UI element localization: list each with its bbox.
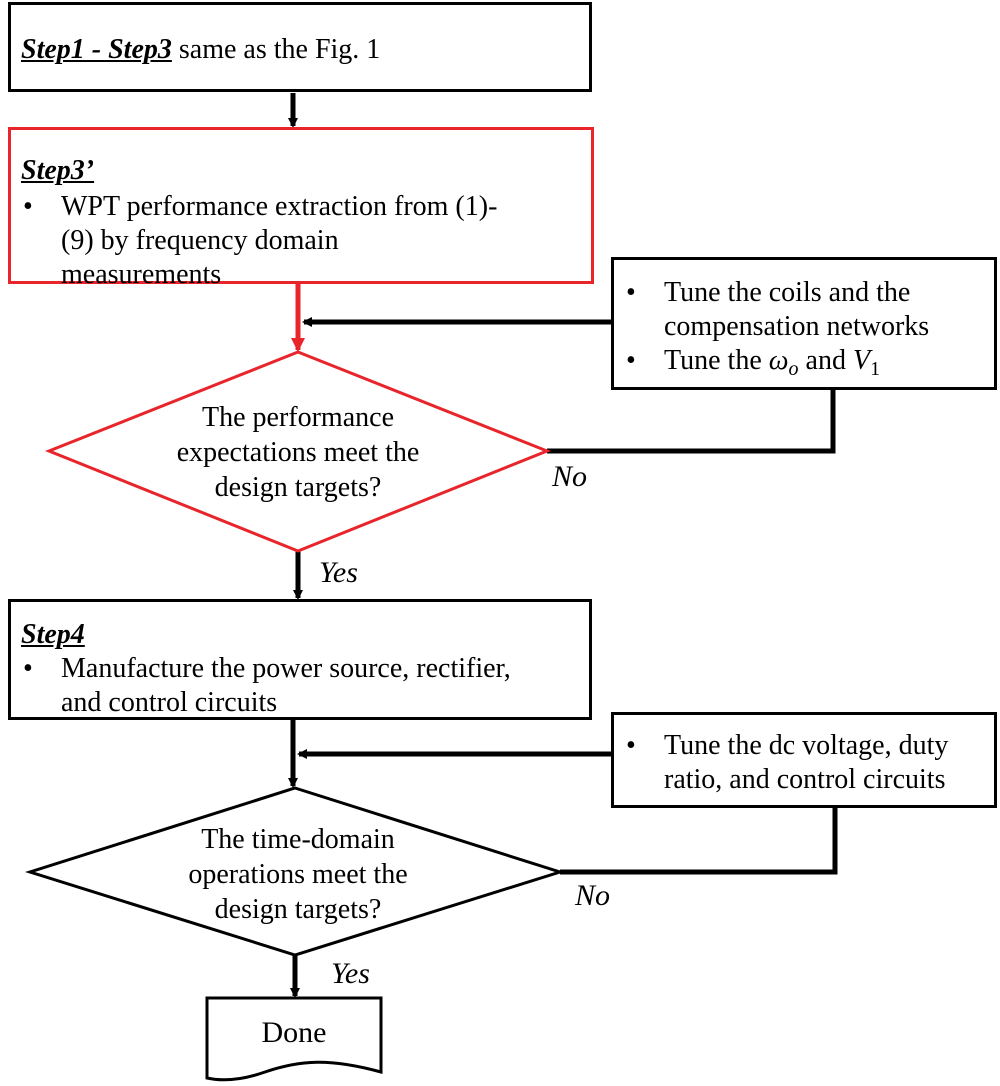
- done-label: Done: [261, 1016, 327, 1049]
- step1-caption: same as the Fig. 1: [171, 34, 381, 65]
- tune-coils-item: Tune the coils and the compensation netw…: [624, 276, 994, 344]
- tune-omega-item: Tune the ωo and V1: [624, 344, 994, 386]
- step3p-heading: Step3’: [21, 155, 95, 186]
- voltage-subscript: 1: [870, 358, 881, 380]
- step1-text: Step1 - Step3 same as the Fig. 1: [21, 33, 589, 67]
- decision1-yes-label: Yes: [319, 556, 358, 589]
- step4-list: Manufacture the power source, rectifier,…: [21, 652, 556, 720]
- omega-subscript: o: [788, 358, 799, 380]
- decision-diamond-2: [25, 786, 565, 957]
- tune-dc-list: Tune the dc voltage, duty ratio, and con…: [624, 729, 949, 797]
- step1-heading: Step1 - Step3: [21, 34, 172, 65]
- decision2-yes-label: Yes: [331, 957, 370, 990]
- tune-dc-box: Tune the dc voltage, duty ratio, and con…: [611, 712, 997, 808]
- decision1-no-label: No: [552, 460, 588, 493]
- done-document-shape: [205, 996, 383, 1082]
- step3p-bullet: WPT performance extraction from (1)-(9) …: [21, 190, 501, 292]
- step4-box: Step4 Manufacture the power source, rect…: [8, 599, 592, 720]
- feedback-line-1: [547, 390, 836, 454]
- feedback-line-2: [560, 808, 838, 875]
- step1-box: Step1 - Step3 same as the Fig. 1: [8, 2, 592, 92]
- decision-diamond-1: [44, 350, 552, 553]
- tune-coils-list: Tune the coils and the compensation netw…: [624, 276, 994, 386]
- tune-coils-box: Tune the coils and the compensation netw…: [611, 257, 997, 390]
- tune-omega-and: and: [798, 345, 853, 376]
- step3p-box: Step3’ WPT performance extraction from (…: [8, 127, 594, 290]
- step4-bullet: Manufacture the power source, rectifier,…: [21, 652, 556, 720]
- step4-heading: Step4: [21, 619, 85, 650]
- omega-symbol: ω: [768, 345, 789, 376]
- decision2-no-label: No: [575, 879, 611, 912]
- decision1-text: The performance expectations meet the de…: [176, 402, 420, 503]
- step3p-list: WPT performance extraction from (1)-(9) …: [21, 190, 501, 292]
- tune-omega-prefix: Tune the: [664, 345, 769, 376]
- decision2-text: The time-domain operations meet the desi…: [188, 824, 408, 925]
- voltage-symbol: V: [852, 345, 871, 376]
- tune-dc-item: Tune the dc voltage, duty ratio, and con…: [624, 729, 949, 797]
